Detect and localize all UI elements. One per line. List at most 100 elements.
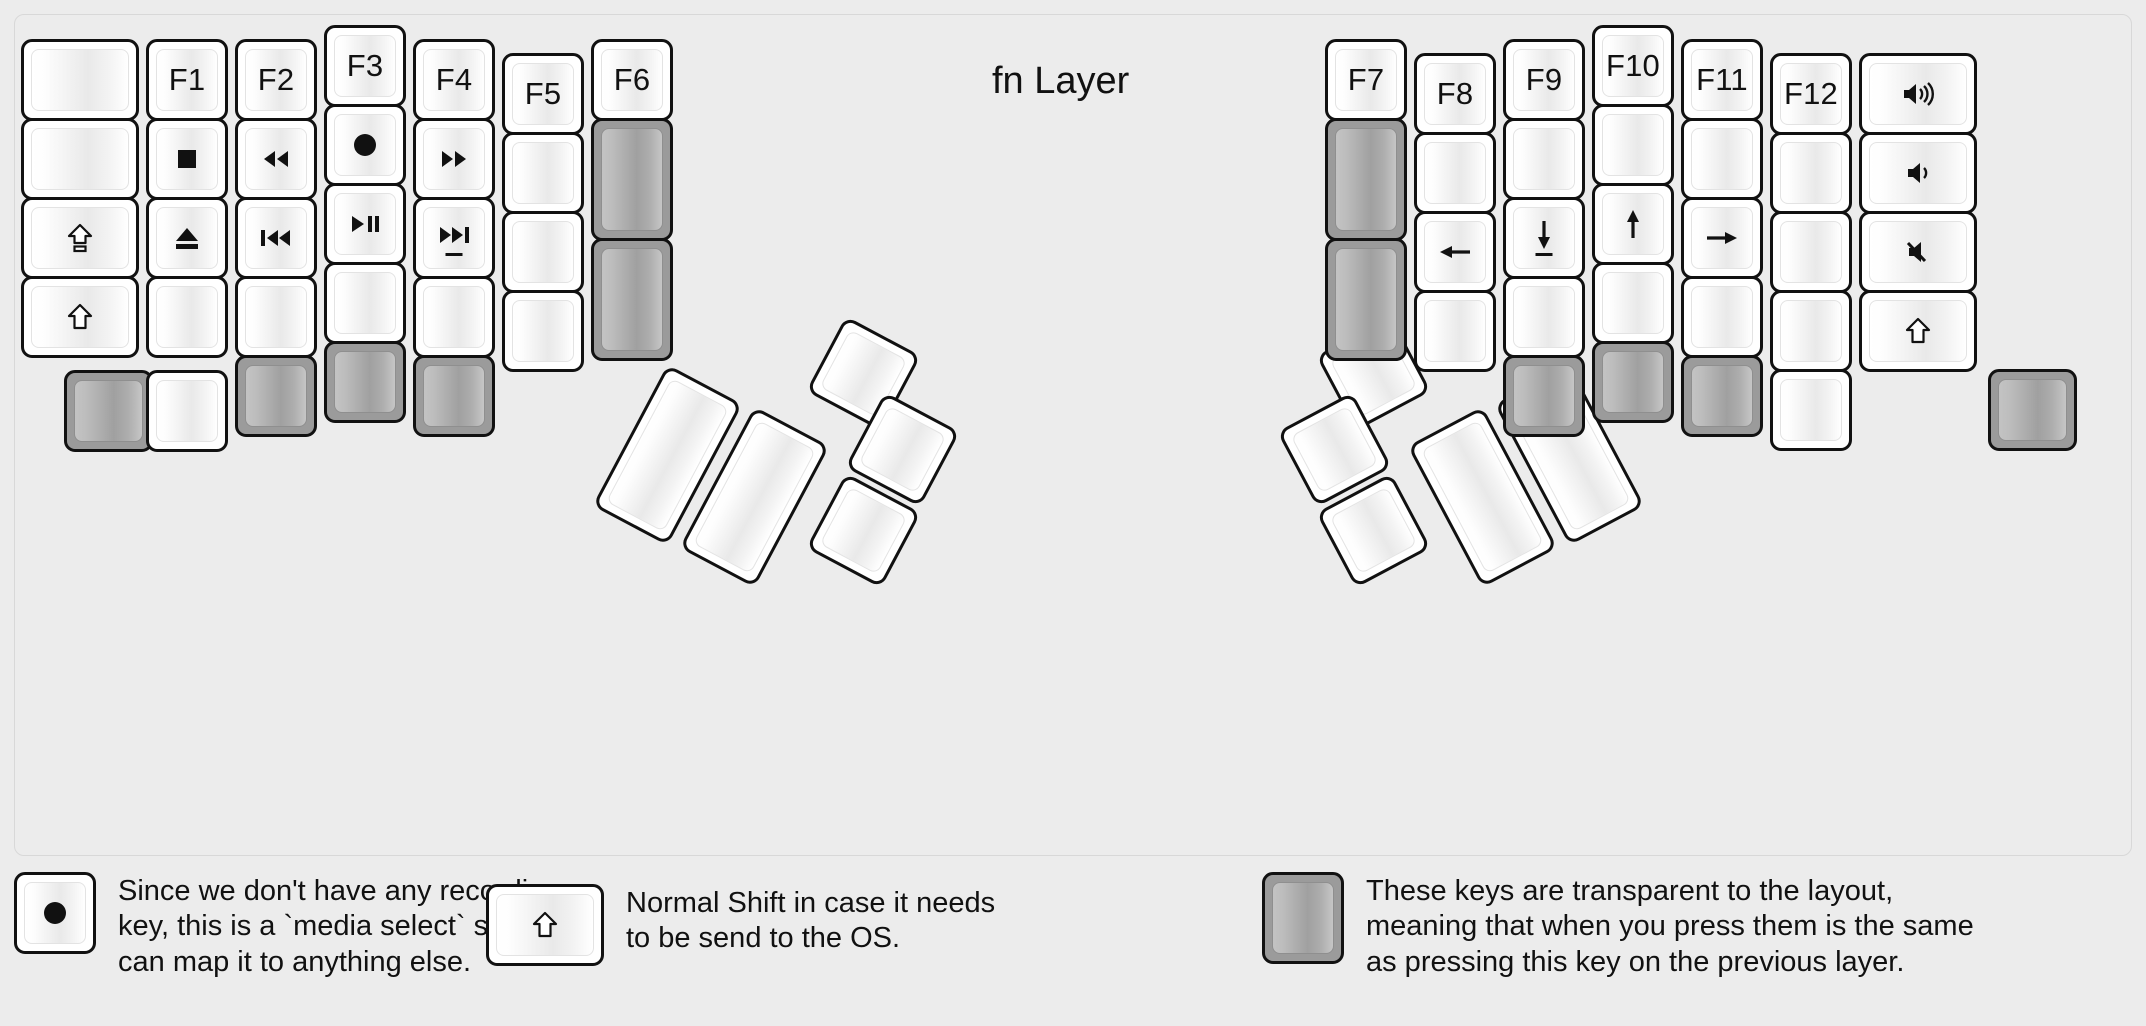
right-key-arrow-right[interactable] xyxy=(1681,197,1763,279)
left-key-r4c3[interactable] xyxy=(324,262,406,344)
right-key-r5c3-transparent[interactable] xyxy=(1592,341,1674,423)
left-key-r5c4-transparent[interactable] xyxy=(413,355,495,437)
left-key-r5c1[interactable] xyxy=(146,370,228,452)
right-key-r4c4[interactable] xyxy=(1681,276,1763,358)
left-key-r5c2-transparent[interactable] xyxy=(235,355,317,437)
left-key-r1c0[interactable] xyxy=(21,39,139,121)
left-key-f3[interactable]: F3 xyxy=(324,25,406,107)
keycap xyxy=(1513,365,1575,427)
right-key-r5c5[interactable] xyxy=(1770,369,1852,451)
right-key-arrow-up[interactable] xyxy=(1592,183,1674,265)
right-key-r2c0-transparent-tall[interactable] xyxy=(1325,118,1407,241)
right-key-arrow-left[interactable] xyxy=(1414,211,1496,293)
left-key-f6[interactable]: F6 xyxy=(591,39,673,121)
right-key-volume-up[interactable] xyxy=(1859,53,1977,135)
right-key-r5c2-transparent[interactable] xyxy=(1503,355,1585,437)
keycap xyxy=(1335,128,1397,231)
note-transparent-text: These keys are transparent to the layout… xyxy=(1366,875,1974,978)
left-key-media-eject[interactable] xyxy=(146,197,228,279)
right-key-r2c5[interactable] xyxy=(1770,132,1852,214)
left-key-r4c4[interactable] xyxy=(413,276,495,358)
left-key-r4c1[interactable] xyxy=(146,276,228,358)
key-label: F12 xyxy=(1783,76,1839,111)
left-key-f2[interactable]: F2 xyxy=(235,39,317,121)
keycap xyxy=(512,221,574,283)
keycap xyxy=(423,128,485,190)
right-key-r5c6-transparent[interactable] xyxy=(1988,369,2077,451)
right-key-f10[interactable]: F10 xyxy=(1592,25,1674,107)
keycap xyxy=(31,128,129,190)
keycap xyxy=(1602,193,1664,255)
right-key-r4c2[interactable] xyxy=(1503,276,1585,358)
keycap xyxy=(1780,221,1842,283)
left-key-media-record[interactable] xyxy=(324,104,406,186)
left-key-media-rewind[interactable] xyxy=(235,118,317,200)
note-transparent-sample xyxy=(1262,872,1344,964)
keycap xyxy=(334,114,396,176)
keycap xyxy=(74,380,143,442)
keycap xyxy=(1869,63,1967,125)
left-key-r4c2[interactable] xyxy=(235,276,317,358)
left-key-r3c6-transparent-tall[interactable] xyxy=(591,238,673,361)
right-key-r2c3[interactable] xyxy=(1592,104,1674,186)
left-key-r2c0[interactable] xyxy=(21,118,139,200)
right-key-f9[interactable]: F9 xyxy=(1503,39,1585,121)
right-key-volume-down[interactable] xyxy=(1859,132,1977,214)
right-key-f8[interactable]: F8 xyxy=(1414,53,1496,135)
left-key-r3c5[interactable] xyxy=(502,211,584,293)
media-stop-icon xyxy=(175,147,199,171)
left-key-r5c0-transparent[interactable] xyxy=(64,370,153,452)
left-key-caps-lock[interactable] xyxy=(21,197,139,279)
note-record: Since we don't have any recording key, t… xyxy=(14,872,569,980)
right-key-f11[interactable]: F11 xyxy=(1681,39,1763,121)
right-key-r2c4[interactable] xyxy=(1681,118,1763,200)
left-key-shift[interactable] xyxy=(21,276,139,358)
right-key-r4c1[interactable] xyxy=(1414,290,1496,372)
left-key-f1[interactable]: F1 xyxy=(146,39,228,121)
arrow-right-icon xyxy=(1705,226,1739,250)
keycap xyxy=(156,286,218,348)
right-key-r2c2[interactable] xyxy=(1503,118,1585,200)
right-key-r4c5[interactable] xyxy=(1770,290,1852,372)
right-key-r3c5[interactable] xyxy=(1770,211,1852,293)
keycap xyxy=(1998,379,2067,441)
keycap: F11 xyxy=(1691,49,1753,111)
keycap xyxy=(1691,286,1753,348)
left-key-media-fast-forward[interactable] xyxy=(413,118,495,200)
key-label: F3 xyxy=(346,48,384,83)
keycap xyxy=(1424,300,1486,362)
volume-down-icon xyxy=(1905,160,1931,186)
right-key-f12[interactable]: F12 xyxy=(1770,53,1852,135)
keycap xyxy=(31,49,129,111)
left-key-f4[interactable]: F4 xyxy=(413,39,495,121)
keycap: F6 xyxy=(601,49,663,111)
keycap xyxy=(1335,248,1397,351)
note-transparent: These keys are transparent to the layout… xyxy=(1262,872,1974,980)
keycap xyxy=(1424,142,1486,204)
right-key-r3c0-transparent-tall[interactable] xyxy=(1325,238,1407,361)
left-key-r2c5[interactable] xyxy=(502,132,584,214)
media-rewind-icon xyxy=(261,148,291,170)
sample-key-transparent xyxy=(1262,872,1344,964)
keycap xyxy=(1329,486,1418,575)
right-key-shift[interactable] xyxy=(1859,290,1977,372)
right-key-f7[interactable]: F7 xyxy=(1325,39,1407,121)
left-key-media-play-pause[interactable] xyxy=(324,183,406,265)
right-key-r5c4-transparent[interactable] xyxy=(1681,355,1763,437)
keycap xyxy=(1424,221,1486,283)
caps-lock-icon xyxy=(67,223,93,253)
left-key-r5c3-transparent[interactable] xyxy=(324,341,406,423)
keycap xyxy=(512,300,574,362)
left-key-media-prev-track[interactable] xyxy=(235,197,317,279)
keyboard-board: fn Layer xyxy=(14,14,2132,856)
right-key-r4c3[interactable] xyxy=(1592,262,1674,344)
left-key-media-stop[interactable] xyxy=(146,118,228,200)
left-key-media-next-track[interactable] xyxy=(413,197,495,279)
left-key-r4c5[interactable] xyxy=(502,290,584,372)
right-key-r2c1[interactable] xyxy=(1414,132,1496,214)
right-key-volume-mute[interactable] xyxy=(1859,211,1977,293)
right-key-arrow-down[interactable] xyxy=(1503,197,1585,279)
left-key-r2c6-transparent-tall[interactable] xyxy=(591,118,673,241)
volume-up-icon xyxy=(1901,81,1935,107)
left-key-f5[interactable]: F5 xyxy=(502,53,584,135)
